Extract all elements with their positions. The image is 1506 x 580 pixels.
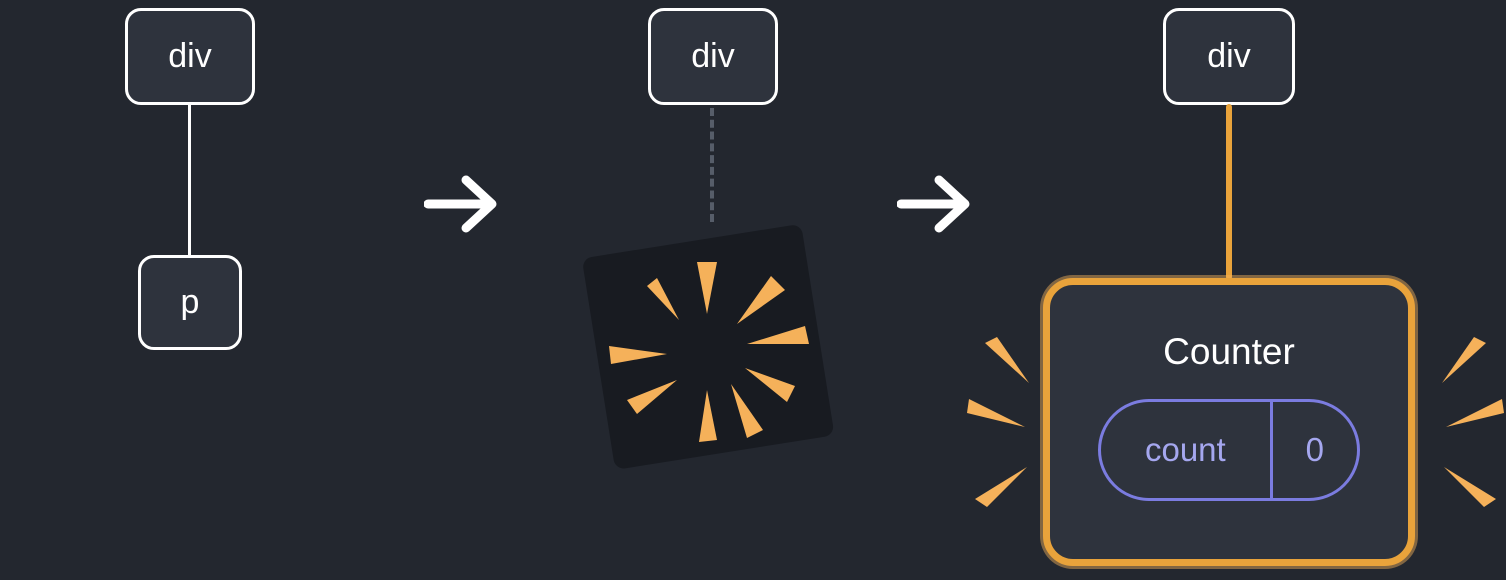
counter-component-card: Counter count 0 — [1043, 278, 1415, 566]
tree-node-div-1: div — [125, 8, 255, 105]
node-label: div — [691, 37, 735, 75]
node-label: p — [180, 283, 200, 321]
orange-connector — [1226, 104, 1232, 280]
explosion-icon — [583, 225, 834, 469]
tree-node-p: p — [138, 255, 242, 350]
tree-node-div-3: div — [1163, 8, 1295, 105]
arrow-head — [934, 175, 970, 233]
arrow-head — [461, 175, 497, 233]
state-name: count — [1101, 402, 1273, 498]
sparks-right-icon — [1442, 337, 1504, 507]
component-title: Counter — [1163, 331, 1295, 372]
state-pill: count 0 — [1098, 399, 1360, 501]
arrow-right-icon — [897, 175, 970, 233]
node-label: div — [1207, 37, 1251, 75]
parent-child-connector — [188, 105, 191, 255]
node-label: div — [168, 37, 212, 75]
explosion-sparks — [609, 262, 809, 442]
state-value: 0 — [1305, 431, 1325, 468]
tree-node-div-2: div — [648, 8, 778, 105]
sparks-left-icon — [967, 337, 1029, 507]
arrow-right-icon — [424, 175, 497, 233]
dashed-connector — [710, 108, 714, 222]
